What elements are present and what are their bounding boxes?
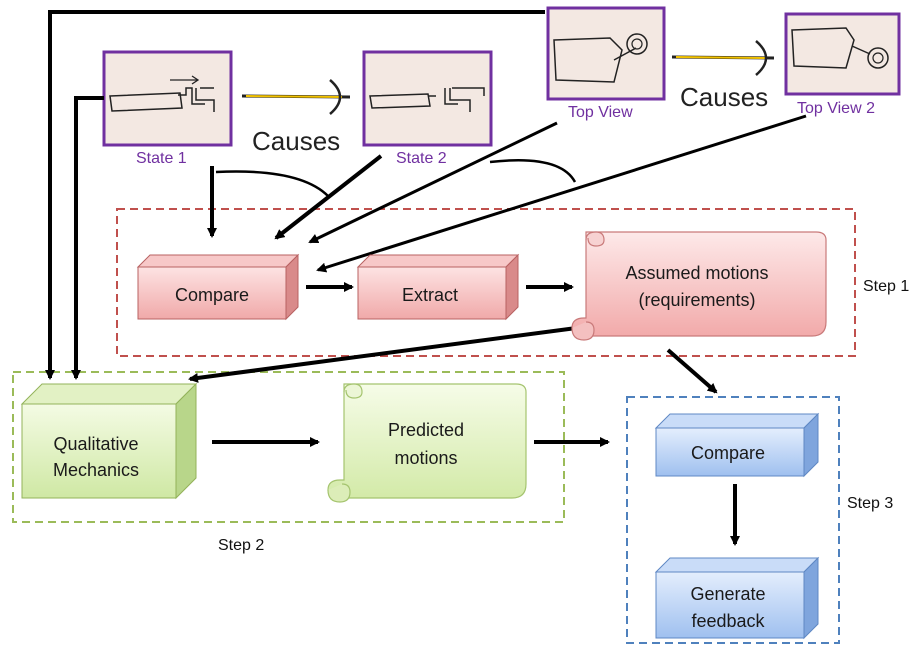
step2-frame	[12, 371, 565, 523]
state2-sketch	[362, 50, 493, 147]
generate-feedback-box: Generate feedback	[654, 556, 820, 640]
step3-compare-box: Compare	[654, 412, 820, 478]
step3-frame	[626, 396, 840, 644]
state1-to-qm-arrow	[71, 96, 104, 380]
step1-extract-box: Extract	[356, 253, 520, 321]
topview-sketch	[546, 6, 666, 101]
qualitative-mechanics-box: Qualitative Mechanics	[20, 382, 198, 500]
step1-compare-box: Compare	[136, 253, 300, 321]
step1-frame	[116, 208, 856, 357]
assumed-motions-line1: Assumed motions	[625, 263, 768, 283]
state1-caption: State 1	[136, 150, 187, 167]
step3-compare-label: Compare	[691, 443, 765, 463]
step3-label: Step 3	[847, 495, 893, 512]
predicted-motions-line1: Predicted	[388, 420, 464, 440]
topview-pair-arc	[489, 158, 577, 183]
causes-arrow-right	[671, 40, 775, 76]
topview-to-qm-arrow	[45, 10, 545, 380]
step1-extract-label: Extract	[402, 285, 458, 305]
assumed-motions-scroll: Assumed motions (requirements)	[571, 231, 827, 341]
generate-feedback-line1: Generate	[690, 584, 765, 604]
topview-to-compare-arrow	[308, 121, 558, 244]
topview-caption: Top View	[568, 104, 633, 121]
state-pair-arc	[215, 170, 329, 197]
assumed-to-step3-arrow	[666, 348, 718, 394]
predicted-motions-scroll: Predicted motions	[327, 383, 527, 503]
topview2-sketch	[784, 12, 901, 96]
topview2-caption: Top View 2	[797, 100, 875, 117]
generate-feedback-line2: feedback	[691, 611, 765, 631]
state2-caption: State 2	[396, 150, 447, 167]
causes-label-right: Causes	[680, 82, 768, 112]
step1-label: Step 1	[863, 278, 909, 295]
causes-arrow-left	[241, 79, 351, 115]
predicted-motions-line2: motions	[394, 448, 457, 468]
qualitative-mechanics-line2: Mechanics	[53, 460, 139, 480]
qualitative-mechanics-line1: Qualitative	[53, 434, 138, 454]
state2-to-compare-arrow	[274, 154, 383, 240]
step2-label: Step 2	[218, 537, 264, 554]
step1-compare-label: Compare	[175, 285, 249, 305]
state1-sketch	[102, 50, 233, 147]
assumed-to-qm-arrow	[188, 325, 585, 383]
causes-label-left: Causes	[252, 126, 340, 156]
assumed-motions-line2: (requirements)	[638, 290, 755, 310]
topview2-to-compare-arrow	[316, 114, 807, 273]
